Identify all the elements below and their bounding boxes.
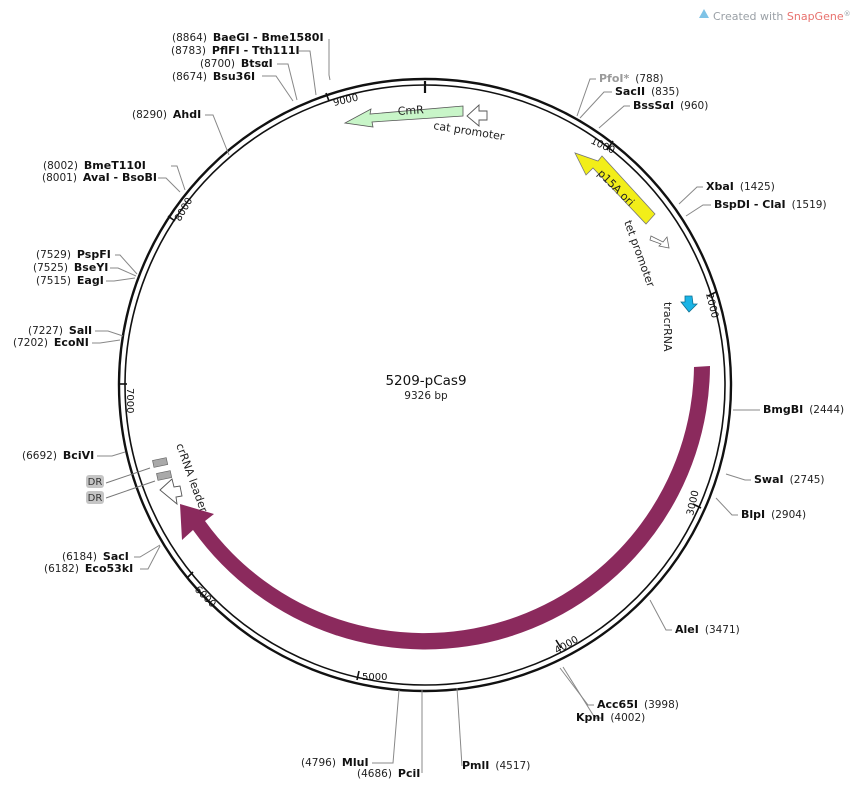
snapgene-watermark: Created with SnapGene® [699,9,851,23]
site-bmgbi[interactable]: BmgBI(2444) [763,403,844,416]
site-bspdi[interactable]: BspDI - ClaI(1519) [714,198,827,211]
tick-label-9000: 9000 [332,92,359,108]
site-eco53ki[interactable]: (6182)Eco53kI [44,562,133,575]
cat-promoter-feature[interactable] [466,103,488,127]
position-ticks [118,92,717,681]
site-xbai[interactable]: XbaI(1425) [706,180,775,193]
site-leader-lines [92,39,760,773]
site-bmet110i[interactable]: (8002)BmeT110I [43,159,146,172]
site-saci[interactable]: (6184)SacI [62,550,129,563]
cat-promoter-label: cat promoter [433,119,506,143]
site-avai[interactable]: (8001)AvaI - BsoBI [42,171,157,184]
tick-label-7000: 7000 [124,388,135,413]
site-bseyi[interactable]: (7525)BseYI [33,261,108,274]
site-bcivi[interactable]: (6692)BciVI [22,449,94,462]
dr-badge-2 [86,491,104,504]
dr-leader-line-1 [105,467,151,484]
site-bsu36i[interactable]: (8674)Bsu36I [172,70,255,83]
backbone-outer-circle [117,77,733,693]
dr-badge-1 [86,475,104,488]
snapgene-logo-icon [699,9,709,18]
site-baegi[interactable]: (8864)BaeGI - Bme1580I [172,31,324,44]
site-eagi[interactable]: (7515)EagI [36,274,104,287]
tick-label-4000: 4000 [553,634,581,656]
p15a-ori-feature[interactable] [574,152,656,225]
dr-leader-line-2 [105,480,156,499]
tet-promoter-feature[interactable] [649,235,670,249]
site-sali[interactable]: (7227)SalI [28,324,92,337]
tracrrna-feature[interactable] [680,295,698,313]
watermark-text: Created with SnapGene® [713,10,851,23]
site-swai[interactable]: SwaI(2745) [754,473,825,486]
tick-label-5000: 5000 [362,672,387,683]
tracrrna-label: tracrRNA [661,302,674,352]
tet-promoter-label: tet promoter [621,219,657,290]
site-pcii[interactable]: (4686)PciI [357,767,420,780]
site-bsssai[interactable]: BssSαI(960) [633,99,708,112]
plasmid-name: 5209-pCas9 [385,373,466,389]
site-pflfi[interactable]: (8783)PflFI - Tth111I [171,44,300,57]
cmr-label: CmR [397,103,424,118]
site-btsai[interactable]: (8700)BtsαI [200,57,273,70]
site-pfoi[interactable]: PfoI*(788) [599,72,663,85]
site-sacii[interactable]: SacII(835) [615,85,679,98]
site-alei[interactable]: AleI(3471) [675,623,740,636]
dr-badge-2-label: DR [88,493,103,504]
site-ahdi[interactable]: (8290)AhdI [132,108,201,121]
site-mlui[interactable]: (4796)MluI [301,756,369,769]
cmr-feature[interactable] [343,105,464,128]
crrna-leader-label: crRNA leader [173,442,210,515]
dr-repeat-1[interactable] [152,457,169,468]
site-econi[interactable]: (7202)EcoNI [13,336,89,349]
plasmid-length: 9326 bp [404,390,448,402]
dr-badge-1-label: DR [88,477,103,488]
site-pspfi[interactable]: (7529)PspFI [36,248,111,261]
dr-repeat-2[interactable] [156,470,173,481]
site-pmli[interactable]: PmlI(4517) [462,759,530,772]
tick-label-1000: 1000 [589,136,617,157]
tick-label-3000: 3000 [685,489,701,516]
site-blpi[interactable]: BlpI(2904) [741,508,806,521]
cas9-feature[interactable] [180,366,710,650]
site-kpni[interactable]: KpnI(4002) [576,711,645,724]
crrna-leader-feature[interactable] [159,478,183,506]
site-acc65i[interactable]: Acc65I(3998) [597,698,679,711]
tick-label-8000: 8000 [173,196,195,224]
